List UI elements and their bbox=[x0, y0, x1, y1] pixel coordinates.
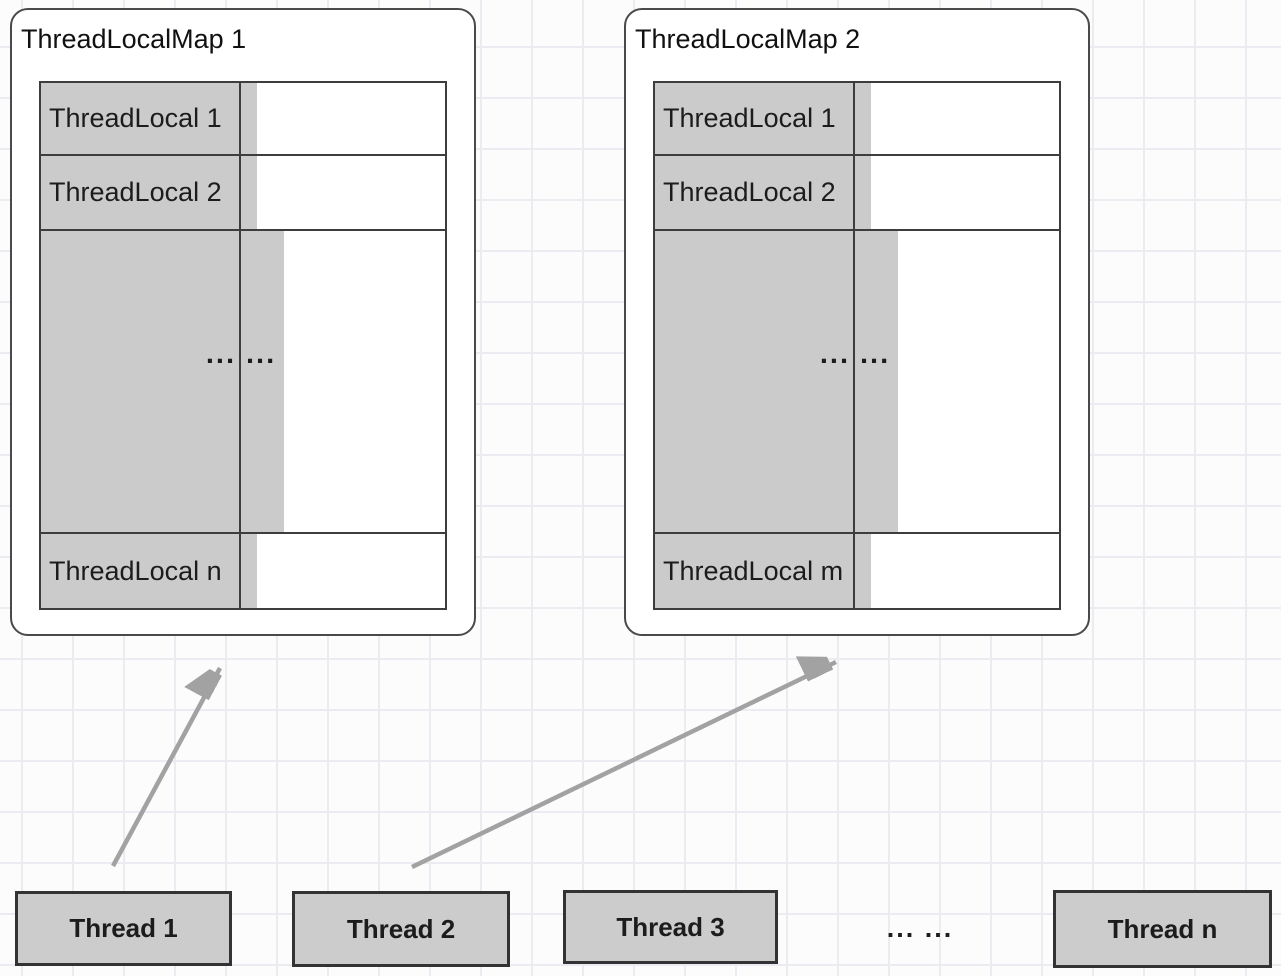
threadlocal-key-cell: ThreadLocal n bbox=[41, 534, 241, 608]
threadlocal-value-cell bbox=[855, 156, 871, 229]
table-row-ellipsis: ... ... bbox=[655, 229, 1059, 532]
ellipsis-text: ... bbox=[205, 338, 236, 370]
thread-2-label: Thread 2 bbox=[346, 913, 456, 944]
table-row-ellipsis: ... ... bbox=[41, 229, 445, 532]
threadlocalmap-2-container: ThreadLocalMap 2 ThreadLocal 1 ThreadLoc… bbox=[624, 8, 1090, 636]
table-row: ThreadLocal 1 bbox=[655, 83, 1059, 154]
threadlocal-key-cell: ThreadLocal 2 bbox=[655, 156, 855, 229]
threadlocal-key-cell: ThreadLocal 1 bbox=[41, 83, 241, 154]
threadlocal-key-cell: ThreadLocal 1 bbox=[655, 83, 855, 154]
thread-n-label: Thread n bbox=[1107, 913, 1218, 944]
table-row: ThreadLocal 2 bbox=[655, 154, 1059, 229]
threadlocalmap-1-table: ThreadLocal 1 ThreadLocal 2 ... ... Thre… bbox=[39, 81, 447, 610]
table-row: ThreadLocal m bbox=[655, 532, 1059, 608]
threadlocalmap-1-title: ThreadLocalMap 1 bbox=[21, 24, 247, 54]
table-row: ThreadLocal 2 bbox=[41, 154, 445, 229]
ellipsis-text: ... bbox=[860, 338, 891, 370]
thread-3-box: Thread 3 bbox=[563, 890, 778, 964]
table-row: ThreadLocal 1 bbox=[41, 83, 445, 154]
threadlocal-value-cell bbox=[241, 83, 257, 154]
thread-n-box: Thread n bbox=[1053, 890, 1272, 968]
threadlocal-value-cell bbox=[241, 156, 257, 229]
threadlocalmap-2-title: ThreadLocalMap 2 bbox=[635, 24, 861, 54]
arrow-thread1-to-map1 bbox=[111, 668, 222, 868]
threadlocal-key-cell: ThreadLocal m bbox=[655, 534, 855, 608]
threads-ellipsis: ... ... bbox=[886, 912, 954, 943]
threadlocalmap-2-table: ThreadLocal 1 ThreadLocal 2 ... ... Thre… bbox=[653, 81, 1061, 610]
ellipsis-text: ... bbox=[819, 338, 850, 370]
threadlocal-key-cell: ThreadLocal 2 bbox=[41, 156, 241, 229]
thread-3-label: Thread 3 bbox=[616, 911, 725, 942]
ellipsis-text: ... bbox=[246, 338, 277, 370]
thread-1-box: Thread 1 bbox=[15, 891, 232, 966]
ellipsis-key-cell: ... bbox=[41, 231, 241, 532]
arrow-thread2-to-map2 bbox=[411, 662, 837, 870]
threadlocalmap-1-container: ThreadLocalMap 1 ThreadLocal 1 ThreadLoc… bbox=[10, 8, 476, 636]
threadlocal-value-cell bbox=[241, 534, 257, 608]
ellipsis-value-cell: ... bbox=[241, 231, 285, 532]
table-row: ThreadLocal n bbox=[41, 532, 445, 608]
ellipsis-value-cell: ... bbox=[855, 231, 899, 532]
ellipsis-key-cell: ... bbox=[655, 231, 855, 532]
threadlocal-value-cell bbox=[855, 83, 871, 154]
threadlocal-value-cell bbox=[855, 534, 871, 608]
thread-1-label: Thread 1 bbox=[69, 913, 178, 943]
thread-2-box: Thread 2 bbox=[292, 891, 510, 967]
